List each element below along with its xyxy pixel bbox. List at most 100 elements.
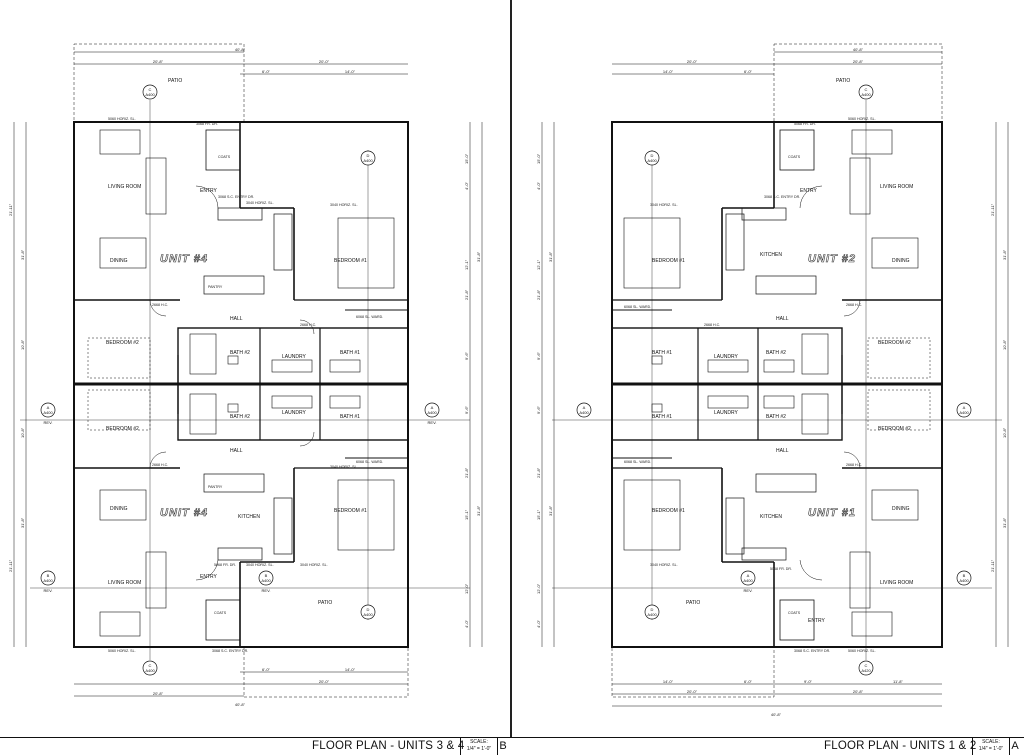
dim-top-b: 20'-8" — [853, 59, 864, 64]
room-kitchen-bot: KITCHEN — [238, 514, 260, 520]
room-kitchen-bot: KITCHEN — [760, 514, 782, 520]
floor-plan-drawing-units-1-2: C A400 D A400 A A400 A A400 B A400 A A40… — [536, 43, 1009, 717]
dim-bot-c: 20'-0" — [319, 679, 330, 684]
dim-bot-d: 11'-8" — [893, 679, 903, 684]
dim-top-d: 6'-0" — [744, 69, 753, 74]
section-tag-rev-left: REV. — [44, 420, 53, 425]
sheet-letter-a: A — [1011, 740, 1019, 752]
dim-top-d: 14'-0" — [345, 69, 356, 74]
note-coats-top: COATS — [788, 155, 801, 159]
dim-left-2: 4'-0" — [536, 181, 541, 190]
room-hall-bot: HALL — [776, 448, 789, 454]
section-tag-rev-right: REV. — [744, 588, 753, 593]
note-sc-entry-top: 3068 S.C. ENTRY DR. — [764, 195, 800, 199]
section-tag-a-left-sheet: A400 — [579, 410, 589, 415]
room-bath1-bot: BATH #1 — [652, 414, 672, 420]
section-tag-d-bot: D — [367, 607, 370, 612]
dim-right-3: 12'-1" — [464, 259, 469, 270]
room-dining-bot: DINING — [110, 506, 128, 512]
room-bedroom1-bot: BEDROOM #1 — [652, 508, 685, 514]
section-tag-rev-right: REV. — [428, 420, 437, 425]
dim-right-7: 9'-6" — [464, 405, 469, 414]
dim-right-1: 15'-0" — [464, 153, 469, 164]
dim-bot-d: 20'-8" — [153, 691, 164, 696]
note-horz-bot: 5060 HORIZ. SL. — [108, 649, 136, 653]
section-tag-c-top: C — [149, 87, 152, 92]
section-tag-d-bot-sheet: A400 — [647, 612, 657, 617]
room-entry-top: ENTRY — [800, 188, 818, 194]
dim-top-a: 20'-0" — [687, 59, 698, 64]
section-tag-a-left-sheet: A400 — [43, 410, 53, 415]
section-tag-d-bot: D — [651, 607, 654, 612]
room-bath1-top: BATH #1 — [652, 350, 672, 356]
room-bedroom2-top: BEDROOM #2 — [106, 340, 139, 346]
section-tag-a-right-sheet: A400 — [427, 410, 437, 415]
dim-left-6: 21'-11" — [8, 559, 13, 572]
room-patio-top: PATIO — [836, 78, 850, 84]
dim-top-a: 20'-8" — [153, 59, 164, 64]
note-horz-3040-bot: 3040 HORIZ. SL. — [246, 563, 274, 567]
dim-right-10: 31'-8" — [476, 505, 481, 516]
dim-top-c: 14'-0" — [663, 69, 674, 74]
sheet-title-units-3-4: FLOOR PLAN - UNITS 3 & 4 — [312, 740, 465, 752]
dim-left-5: 31'-8" — [20, 517, 25, 528]
section-tag-b-mid: A — [747, 573, 750, 578]
room-bath2-top: BATH #2 — [766, 350, 786, 356]
room-bath1-bot: BATH #1 — [340, 414, 360, 420]
note-sc-entry-top: 3068 S.C. ENTRY DR. — [218, 195, 254, 199]
section-tag-a-right: A — [431, 405, 434, 410]
dim-left-11: 12'-0" — [536, 583, 541, 594]
note-fr-dr-top: 3068 FR. DR. — [196, 122, 218, 126]
dim-top-b: 20'-0" — [319, 59, 330, 64]
note-horz-3040-top: 3040 HORIZ. SL. — [650, 203, 678, 207]
dim-bot-b: 14'-0" — [345, 667, 356, 672]
note-horz-bot: 5060 HORIZ. SL. — [848, 649, 876, 653]
room-entry-top: ENTRY — [200, 188, 218, 194]
unit-label-upper: UNIT #2 — [808, 253, 856, 265]
note-horz-3040-top: 3040 HORIZ. SL. — [246, 201, 274, 205]
floor-plan-sheet-units-3-4: C A400 D A400 A A400 REV. A A400 REV. B … — [0, 0, 510, 755]
unit-label-lower: UNIT #4 — [160, 507, 208, 519]
note-pantry-top: PANTRY — [208, 285, 223, 289]
note-horz-top: 5060 HORIZ. SL. — [108, 117, 136, 121]
dim-right-9: 15'-1" — [464, 509, 469, 520]
sheet-letter-b: B — [499, 740, 507, 752]
section-tag-d-top: D — [651, 153, 654, 158]
note-sc-entry-bot: 3068 S.C. ENTRY DR. — [794, 649, 830, 653]
section-tag-a-left: A — [47, 405, 50, 410]
section-tag-a-left: A — [583, 405, 586, 410]
section-tag-c-bot-sheet: A420 — [861, 668, 871, 673]
room-bedroom1-top: BEDROOM #1 — [652, 258, 685, 264]
note-fr-dr-bot: 5068 FR. DR. — [770, 567, 792, 571]
dim-top-total: 40'-8" — [235, 47, 246, 52]
dim-bot-f: 20'-8" — [853, 689, 864, 694]
section-tag-b-left: B — [47, 573, 50, 578]
dim-bot-c: 9'-0" — [804, 679, 813, 684]
note-ward-bot: 6068 SL. WARD. — [624, 460, 651, 464]
unit-label-lower: UNIT #1 — [808, 507, 856, 519]
dim-left-4: 21'-8" — [536, 289, 541, 300]
note-hc-bot: 2668 H.C. — [846, 463, 862, 467]
dim-right-4: 10'-8" — [1002, 427, 1007, 438]
room-dining-bot: DINING — [892, 506, 910, 512]
unit-label-upper: UNIT #4 — [160, 253, 208, 265]
scale-value: 1/4" = 1'-0" — [978, 746, 1004, 752]
room-patio-bot: PATIO — [318, 600, 332, 606]
dim-right-2: 4'-0" — [464, 181, 469, 190]
dim-left-8: 21'-8" — [536, 467, 541, 478]
room-bedroom1-top: BEDROOM #1 — [334, 258, 367, 264]
section-tag-b-mid: B — [265, 573, 268, 578]
dim-right-5: 31'-8" — [476, 251, 481, 262]
note-horz-3040-top2: 3040 HORIZ. SL. — [330, 203, 358, 207]
room-kitchen-top: KITCHEN — [760, 252, 782, 258]
dim-left-12: 4'-0" — [536, 619, 541, 628]
dim-top-c: 6'-0" — [262, 69, 271, 74]
room-bedroom2-bot: BEDROOM #2 — [106, 426, 139, 432]
note-coats-bot: COATS — [788, 611, 801, 615]
section-tag-d-top-sheet: A400 — [363, 158, 373, 163]
dim-bot-e: 20'-0" — [687, 689, 698, 694]
room-entry-bot: ENTRY — [808, 618, 826, 624]
dim-right-3: 10'-8" — [1002, 339, 1007, 350]
dim-right-6: 9'-6" — [464, 351, 469, 360]
section-tag-c-bot-sheet: A400 — [145, 668, 155, 673]
